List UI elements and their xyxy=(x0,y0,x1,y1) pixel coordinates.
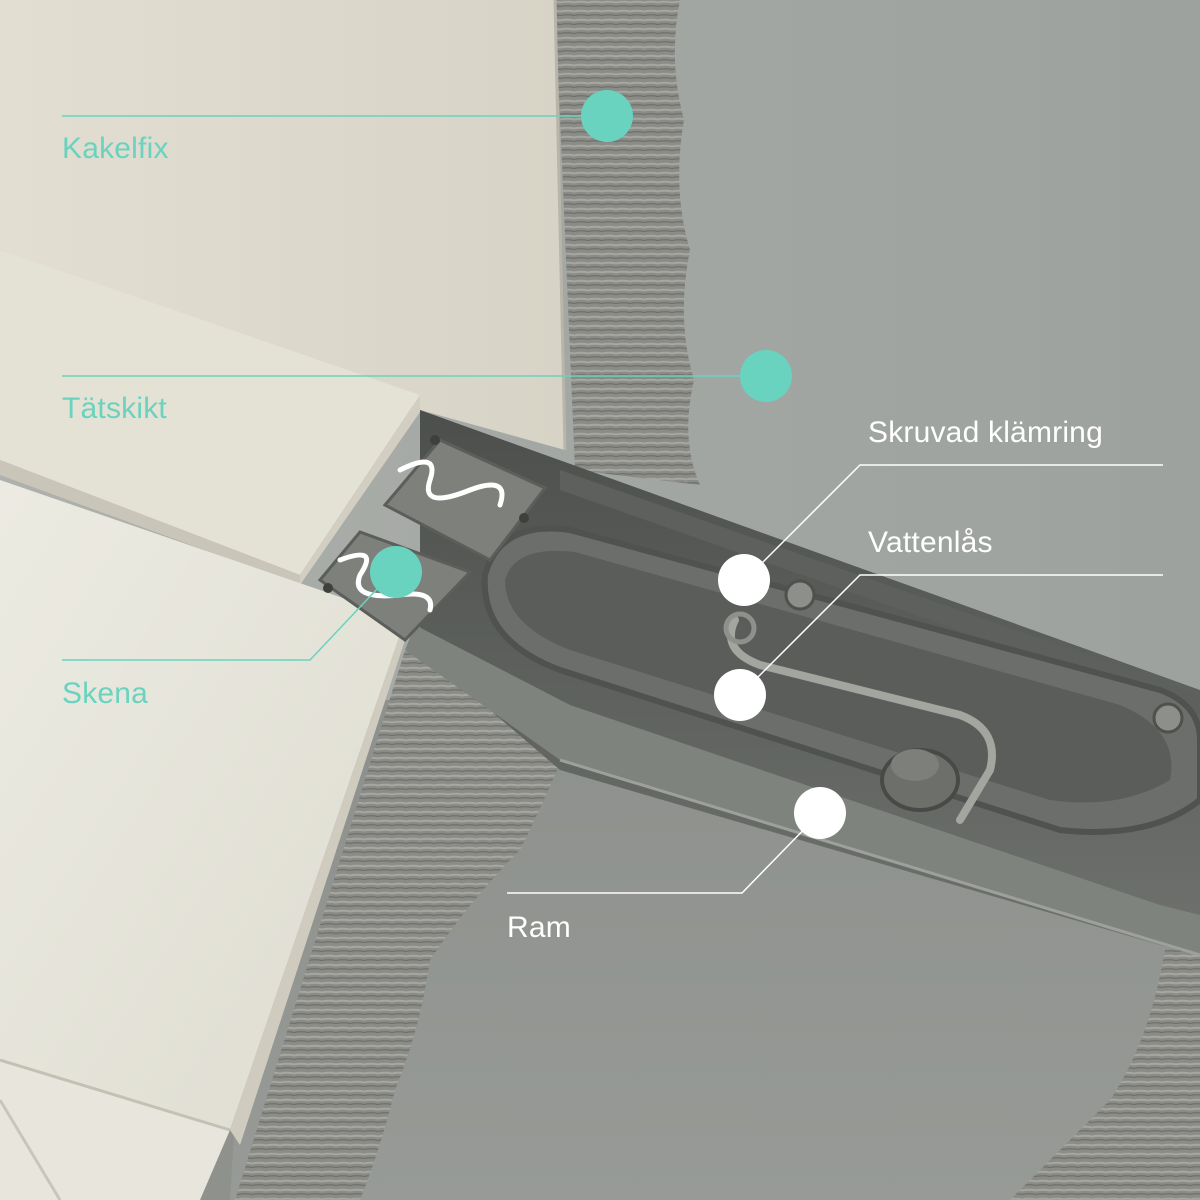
marker-ram xyxy=(794,787,846,839)
label-ram: Ram xyxy=(507,911,571,944)
leader-line-skena xyxy=(62,569,396,661)
drain-frame xyxy=(405,625,1200,955)
sealant-bead xyxy=(337,552,434,613)
wall-tile xyxy=(0,0,565,450)
label-skena: Skena xyxy=(62,677,149,710)
marker-kakelfix xyxy=(581,90,633,142)
sealant-bead xyxy=(397,459,505,508)
label-skruvad-klamring: Skruvad klämring xyxy=(868,416,1103,449)
marker-vattenlas xyxy=(714,669,766,721)
label-tatskikt: Tätskikt xyxy=(62,392,167,425)
floor-tile-lower xyxy=(0,480,405,1130)
floor-tile-corner xyxy=(0,1060,230,1200)
marker-tatskikt xyxy=(740,350,792,402)
marker-skena xyxy=(370,546,422,598)
leader-line-vattenlas xyxy=(739,574,1163,696)
ring-screw xyxy=(784,579,816,611)
marker-klamring xyxy=(718,554,770,606)
label-vattenlas: Vattenlås xyxy=(868,526,993,559)
leader-line-ram xyxy=(507,812,821,894)
floor-tile-upper xyxy=(0,250,420,575)
ring-screw xyxy=(1152,702,1184,734)
label-kakelfix: Kakelfix xyxy=(62,132,169,165)
leader-line-klamring xyxy=(744,464,1163,581)
floor-adhesive-left xyxy=(235,650,570,1200)
floor-adhesive-right xyxy=(1010,945,1200,1200)
